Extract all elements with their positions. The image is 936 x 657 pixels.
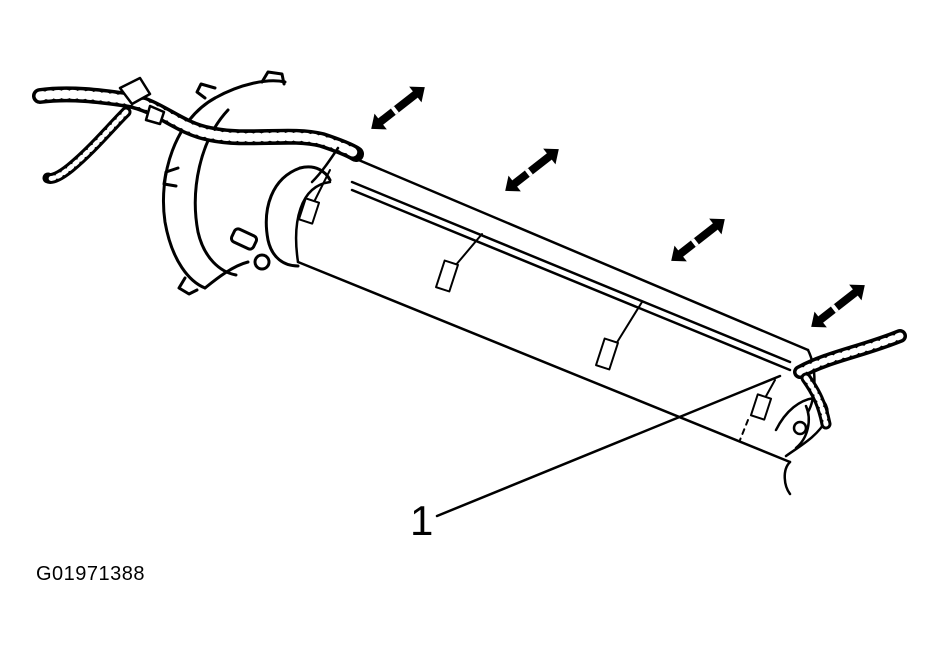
sensor-pigtails <box>297 169 776 441</box>
harness-conduit-right <box>793 329 907 430</box>
direction-arrow <box>811 284 865 328</box>
rail-body <box>294 148 829 496</box>
figure-id: G01971388 <box>36 563 146 585</box>
direction-arrows <box>371 86 865 328</box>
direction-arrow <box>505 148 559 192</box>
callout-leader-line <box>435 374 782 518</box>
harness-conduit-left <box>32 76 364 184</box>
callout-number: 1 <box>410 497 434 544</box>
direction-arrow <box>371 86 425 130</box>
direction-arrow <box>671 218 725 262</box>
end-housing <box>161 70 332 296</box>
